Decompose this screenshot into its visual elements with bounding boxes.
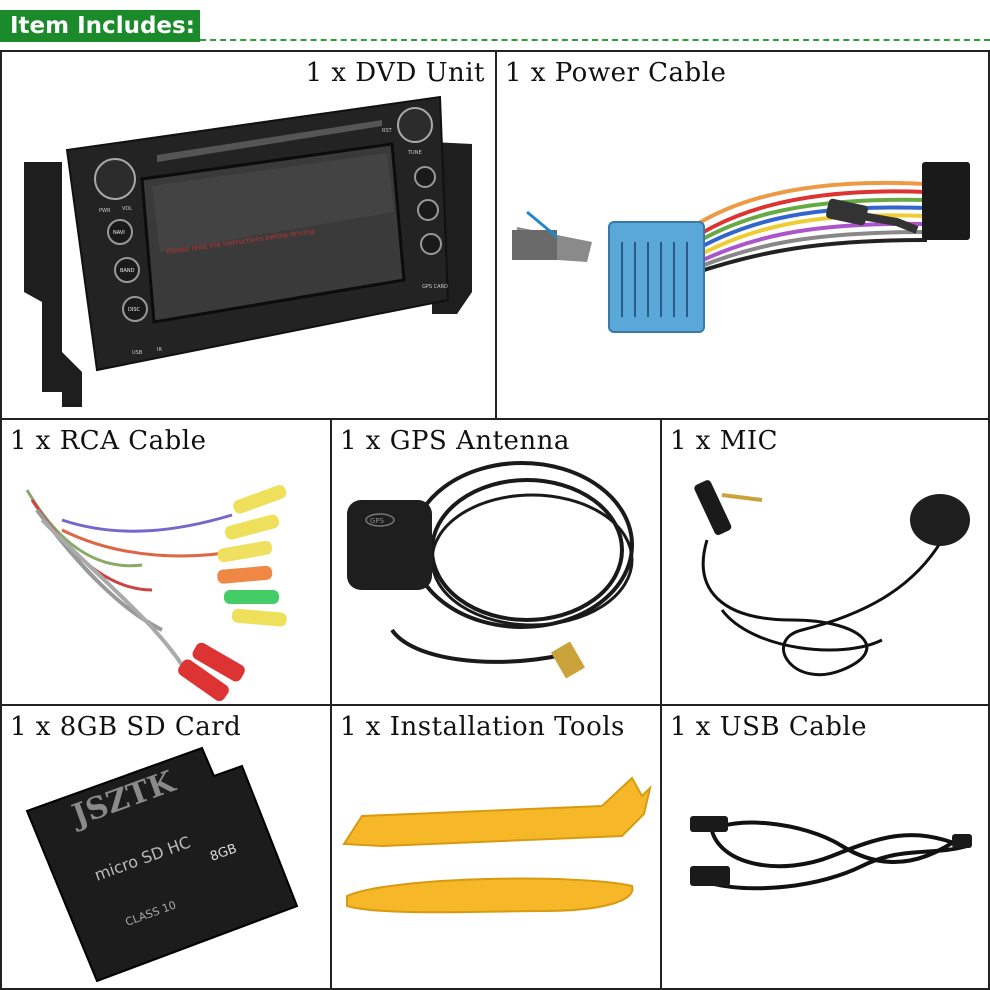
disc-label: DISC: [128, 307, 140, 313]
vol-label: VOL: [122, 206, 132, 212]
pwr-label: PWR: [99, 208, 111, 214]
usb-port-label: USB: [132, 350, 143, 356]
navi-label: NAVI: [113, 230, 125, 236]
item-power-cable: 1 x Power Cable: [495, 50, 990, 420]
item-label: 1 x DVD Unit: [305, 58, 485, 88]
tune-knob: [397, 107, 433, 143]
mic-image: [694, 480, 970, 677]
item-rca-cable: 1 x RCA Cable: [0, 418, 332, 706]
usb-connector-secondary: [690, 866, 730, 886]
mic-capsule: [910, 494, 970, 546]
eject-icon: [414, 166, 436, 188]
usb-connector: [690, 816, 728, 832]
usb-cable-image: [690, 816, 972, 891]
item-sd-card: JSZTK micro SD HC 8GB CLASS 10 1 x 8GB S…: [0, 704, 332, 990]
dvd-unit-image: Please read the instructions before driv…: [24, 95, 472, 407]
header-dashed-divider: [200, 39, 990, 41]
gps-module-label: GPS: [370, 517, 385, 525]
header-title: Item Includes:: [0, 10, 200, 42]
sd-card-image: JSZTK micro SD HC 8GB CLASS 10: [25, 746, 299, 983]
item-gps-antenna: GPS 1 x GPS Antenna: [330, 418, 662, 706]
item-label: 1 x Power Cable: [505, 58, 727, 88]
tune-label: TUNE: [407, 150, 422, 156]
section-header: Item Includes:: [0, 0, 990, 44]
volume-knob: [94, 158, 136, 200]
pry-tool-forked: [342, 776, 652, 848]
gps-module: [347, 500, 432, 590]
disc-button: [122, 296, 148, 322]
ir-port-label: IR: [157, 347, 162, 353]
band-button: [114, 257, 140, 283]
item-label: 1 x USB Cable: [670, 712, 868, 742]
item-label: 1 x 8GB SD Card: [10, 712, 242, 742]
item-label: 1 x MIC: [670, 426, 779, 456]
navi-button: [107, 219, 133, 245]
home-icon: [417, 199, 439, 221]
gps-antenna-image: GPS: [347, 461, 634, 679]
item-installation-tools: 1 x Installation Tools: [330, 704, 662, 990]
sma-connector: [550, 641, 586, 679]
rst-label: RST: [382, 128, 393, 134]
item-dvd-unit: Please read the instructions before driv…: [0, 50, 497, 420]
item-usb-cable: 1 x USB Cable: [660, 704, 990, 990]
item-label: 1 x RCA Cable: [10, 426, 207, 456]
back-icon: [420, 233, 442, 255]
power-cable-image: [512, 162, 970, 333]
items-grid: Please read the instructions before driv…: [0, 50, 990, 990]
item-mic: 1 x MIC: [660, 418, 990, 706]
gps-card-slot-label: GPS CARD: [422, 284, 448, 290]
item-label: 1 x GPS Antenna: [340, 426, 570, 456]
band-label: BAND: [120, 268, 135, 274]
item-label: 1 x Installation Tools: [340, 712, 625, 742]
black-connector: [922, 162, 970, 240]
rca-cable-image: [25, 485, 287, 702]
pry-tool-flat: [346, 877, 634, 914]
installation-tools-image: [342, 776, 652, 914]
blue-connector: [608, 221, 705, 333]
